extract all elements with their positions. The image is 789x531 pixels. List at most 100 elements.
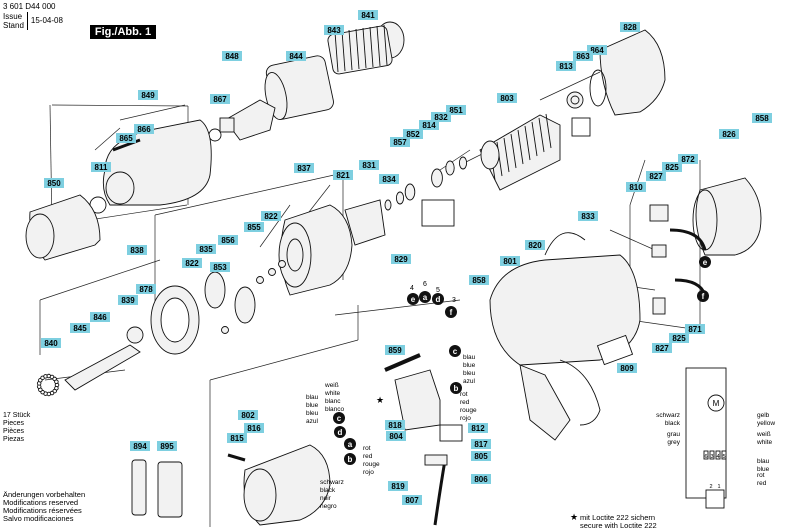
wire-key-letter: b xyxy=(348,455,353,464)
label-box xyxy=(419,120,439,130)
label-box xyxy=(620,22,640,32)
part-label-822[interactable]: 822 xyxy=(261,211,281,221)
part-label-895[interactable]: 895 xyxy=(157,441,177,451)
label-box xyxy=(118,295,138,305)
part-label-822[interactable]: 822 xyxy=(182,258,202,268)
label-box xyxy=(685,324,705,334)
part-label-845[interactable]: 845 xyxy=(70,323,90,333)
wire-key-letter: d xyxy=(338,428,343,437)
part-label-825[interactable]: 825 xyxy=(662,162,682,172)
part-label-818[interactable]: 818 xyxy=(385,420,405,430)
part-label-841[interactable]: 841 xyxy=(358,10,378,20)
part-label-858[interactable]: 858 xyxy=(469,275,489,285)
ball-drawing xyxy=(54,379,59,384)
part-label-871[interactable]: 871 xyxy=(685,324,705,334)
part-label-864[interactable]: 864 xyxy=(587,45,607,55)
part-label-828[interactable]: 828 xyxy=(620,22,640,32)
part-label-807[interactable]: 807 xyxy=(402,495,422,505)
part-label-894[interactable]: 894 xyxy=(130,441,150,451)
part-label-825[interactable]: 825 xyxy=(669,333,689,343)
label-809-drawing xyxy=(596,334,634,366)
part-label-804[interactable]: 804 xyxy=(386,431,406,441)
part-label-826[interactable]: 826 xyxy=(719,129,739,139)
part-label-802[interactable]: 802 xyxy=(238,410,258,420)
color-label: negro xyxy=(320,503,337,510)
part-label-801[interactable]: 801 xyxy=(500,256,520,266)
part-label-844[interactable]: 844 xyxy=(286,51,306,61)
terminal-number: 4 xyxy=(716,454,719,460)
part-number: 811 xyxy=(95,163,108,172)
wire-key-e: e xyxy=(407,293,419,305)
part-label-866[interactable]: 866 xyxy=(134,124,154,134)
part-label-820[interactable]: 820 xyxy=(525,240,545,250)
part-label-814[interactable]: 814 xyxy=(419,120,439,130)
part-label-837[interactable]: 837 xyxy=(294,163,314,173)
part-label-859[interactable]: 859 xyxy=(385,345,405,355)
part-label-856[interactable]: 856 xyxy=(218,235,238,245)
part-label-851[interactable]: 851 xyxy=(446,105,466,115)
spring-coil-drawing xyxy=(355,28,360,70)
part-number: 843 xyxy=(327,26,341,35)
part-label-848[interactable]: 848 xyxy=(222,51,242,61)
armature-winding-drawing xyxy=(531,121,538,157)
part-label-872[interactable]: 872 xyxy=(678,154,698,164)
part-label-810[interactable]: 810 xyxy=(626,182,646,192)
part-label-833[interactable]: 833 xyxy=(578,211,598,221)
modifications-note-line: Salvo modificaciones xyxy=(3,514,74,523)
part-label-816[interactable]: 816 xyxy=(244,423,264,433)
part-label-821[interactable]: 821 xyxy=(333,170,353,180)
label-box xyxy=(468,423,488,433)
wire-key-e: e xyxy=(699,256,711,268)
part-label-865[interactable]: 865 xyxy=(116,133,136,143)
part-label-843[interactable]: 843 xyxy=(324,25,344,35)
part-label-812[interactable]: 812 xyxy=(468,423,488,433)
label-box xyxy=(359,160,379,170)
armature-drawing xyxy=(479,114,561,191)
part-label-817[interactable]: 817 xyxy=(471,439,491,449)
field-face-drawing xyxy=(243,468,277,522)
part-label-815[interactable]: 815 xyxy=(227,433,247,443)
part-label-819[interactable]: 819 xyxy=(388,481,408,491)
part-label-850[interactable]: 850 xyxy=(44,178,64,188)
color-label: red xyxy=(363,453,373,460)
part-label-813[interactable]: 813 xyxy=(556,61,576,71)
count-note-line: Piezas xyxy=(3,436,25,443)
part-label-878[interactable]: 878 xyxy=(136,284,156,294)
cable-e-drawing xyxy=(669,228,707,251)
part-label-867[interactable]: 867 xyxy=(210,94,230,104)
part-label-855[interactable]: 855 xyxy=(244,222,264,232)
part-label-857[interactable]: 857 xyxy=(390,137,410,147)
label-box xyxy=(573,51,593,61)
part-label-811[interactable]: 811 xyxy=(91,162,111,172)
label-box xyxy=(652,343,672,353)
part-label-863[interactable]: 863 xyxy=(573,51,593,61)
part-labels: 8418438448488678498668658118508288648638… xyxy=(41,10,772,505)
part-label-834[interactable]: 834 xyxy=(379,174,399,184)
label-box xyxy=(500,256,520,266)
part-label-806[interactable]: 806 xyxy=(471,474,491,484)
part-label-835[interactable]: 835 xyxy=(196,244,216,254)
part-label-829[interactable]: 829 xyxy=(391,254,411,264)
part-number: 846 xyxy=(93,313,107,322)
label-box xyxy=(719,129,739,139)
part-label-827[interactable]: 827 xyxy=(652,343,672,353)
part-label-805[interactable]: 805 xyxy=(471,451,491,461)
part-label-832[interactable]: 832 xyxy=(431,112,451,122)
part-label-827[interactable]: 827 xyxy=(646,171,666,181)
part-label-831[interactable]: 831 xyxy=(359,160,379,170)
part-number: 865 xyxy=(119,134,133,143)
part-label-852[interactable]: 852 xyxy=(403,129,423,139)
modifications-note-line: Modifications reserved xyxy=(3,498,78,507)
part-label-853[interactable]: 853 xyxy=(210,262,230,272)
part-label-809[interactable]: 809 xyxy=(617,363,637,373)
label-box xyxy=(358,10,378,20)
part-label-803[interactable]: 803 xyxy=(497,93,517,103)
part-label-849[interactable]: 849 xyxy=(138,90,158,100)
part-label-858[interactable]: 858 xyxy=(752,113,772,123)
color-label: schwarz xyxy=(320,479,344,486)
part-label-840[interactable]: 840 xyxy=(41,338,61,348)
part-label-846[interactable]: 846 xyxy=(90,312,110,322)
part-label-839[interactable]: 839 xyxy=(118,295,138,305)
part-label-838[interactable]: 838 xyxy=(127,245,147,255)
label-box xyxy=(238,410,258,420)
